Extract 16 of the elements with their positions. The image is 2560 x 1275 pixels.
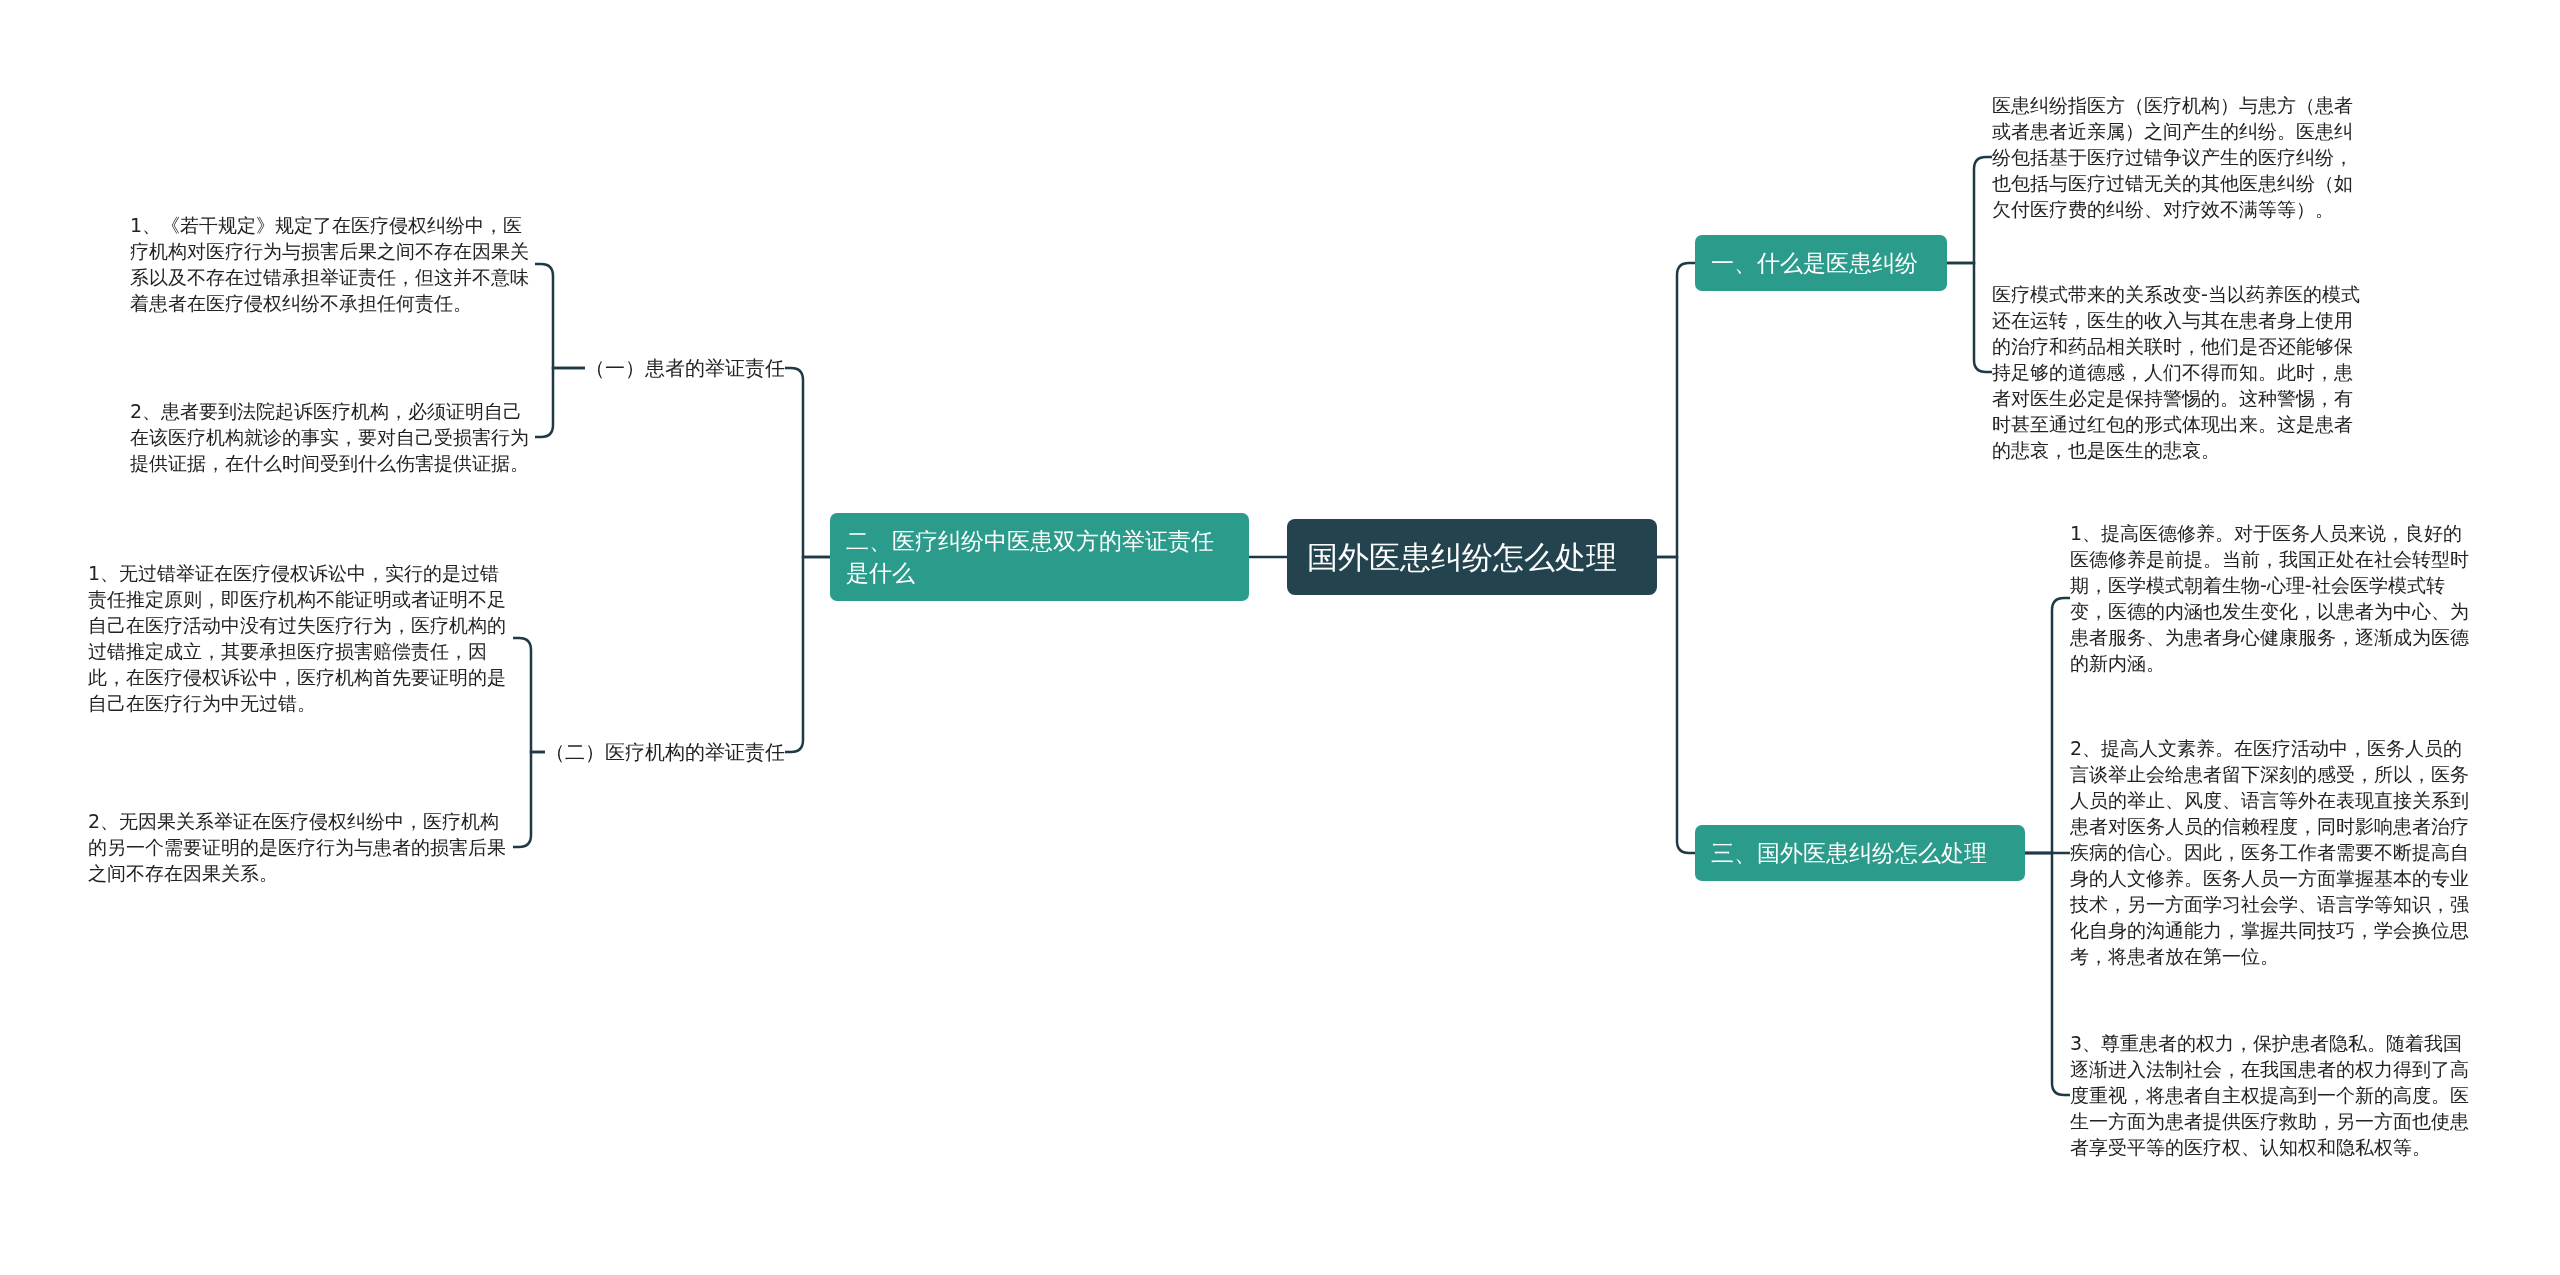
subtopic-label: （一）患者的举证责任: [585, 354, 785, 382]
connector-line: [1249, 555, 1287, 559]
topic-box: 二、医疗纠纷中医患双方的举证责任是什么: [830, 513, 1249, 601]
note-text: 3、尊重患者的权力，保护患者隐私。随着我国逐渐进入法制社会，在我国患者的权力得到了高度重视，将患者自主权提高到一个新的高度。医生一方面为患者提供医疗救助，另一方面也使患者享受平等的医疗权、认知权和隐私权等。: [2070, 1030, 2470, 1160]
note-text: 1、《若干规定》规定了在医疗侵权纠纷中，医疗机构对医疗行为与损害后果之间不存在因果关系以及不存在过错承担举证责任，但这并不意味着患者在医疗侵权纠纷不承担任何责任。: [130, 212, 535, 316]
note-text: 2、无因果关系举证在医疗侵权纠纷中，医疗机构的另一个需要证明的是医疗行为与患者的损害后果之间不存在因果关系。: [88, 808, 513, 886]
subtopic-label: （二）医疗机构的举证责任: [545, 738, 785, 766]
note-text: 1、无过错举证在医疗侵权诉讼中，实行的是过错责任推定原则，即医疗机构不能证明或者证明不足自己在医疗活动中没有过失医疗行为，医疗机构的过错推定成立，其要承担医疗损害赔偿责任，因此，在医疗侵权诉讼中，医疗机构首先要证明的是自己在医疗行为中无过错。: [88, 560, 513, 716]
topic-box: 三、国外医患纠纷怎么处理: [1695, 825, 2025, 881]
note-text: 医患纠纷指医方（医疗机构）与患方（患者或者患者近亲属）之间产生的纠纷。医患纠纷包括基于医疗过错争议产生的医疗纠纷，也包括与医疗过错无关的其他医患纠纷（如欠付医疗费的纠纷、对疗效不满等等）。: [1992, 92, 2362, 222]
note-text: 医疗模式带来的关系改变-当以药养医的模式还在运转，医生的收入与其在患者身上使用的治疗和药品相关联时，他们是否还能够保持足够的道德感，人们不得而知。此时，患者对医生必定是保持警惕的。这种警惕，有时甚至通过红包的形式体现出来。这是患者的悲哀，也是医生的悲哀。: [1992, 281, 2362, 463]
note-text: 1、提高医德修养。对于医务人员来说，良好的医德修养是前提。当前，我国正处在社会转型时期，医学模式朝着生物-心理-社会医学模式转变，医德的内涵也发生变化，以患者为中心、为患者服务、为患者身心健康服务，逐渐成为医德的新内涵。: [2070, 520, 2470, 676]
note-text: 2、提高人文素养。在医疗活动中，医务人员的言谈举止会给患者留下深刻的感受，所以，医务人员的举止、风度、语言等外在表现直接关系到患者对医务人员的信赖程度，同时影响患者治疗疾病的信心。因此，医务工作者需要不断提高自身的人文修养。医务人员一方面掌握基本的专业技术，另一方面学习社会学、语言学等知识，强化自身的沟通能力，掌握共同技巧，学会换位思考，将患者放在第一位。: [2070, 735, 2470, 969]
topic-box: 一、什么是医患纠纷: [1695, 235, 1947, 291]
central-topic-box: 国外医患纠纷怎么处理: [1287, 519, 1657, 595]
note-text: 2、患者要到法院起诉医疗机构，必须证明自己在该医疗机构就诊的事实，要对自己受损害行为提供证据，在什么时间受到什么伤害提供证据。: [130, 398, 535, 476]
